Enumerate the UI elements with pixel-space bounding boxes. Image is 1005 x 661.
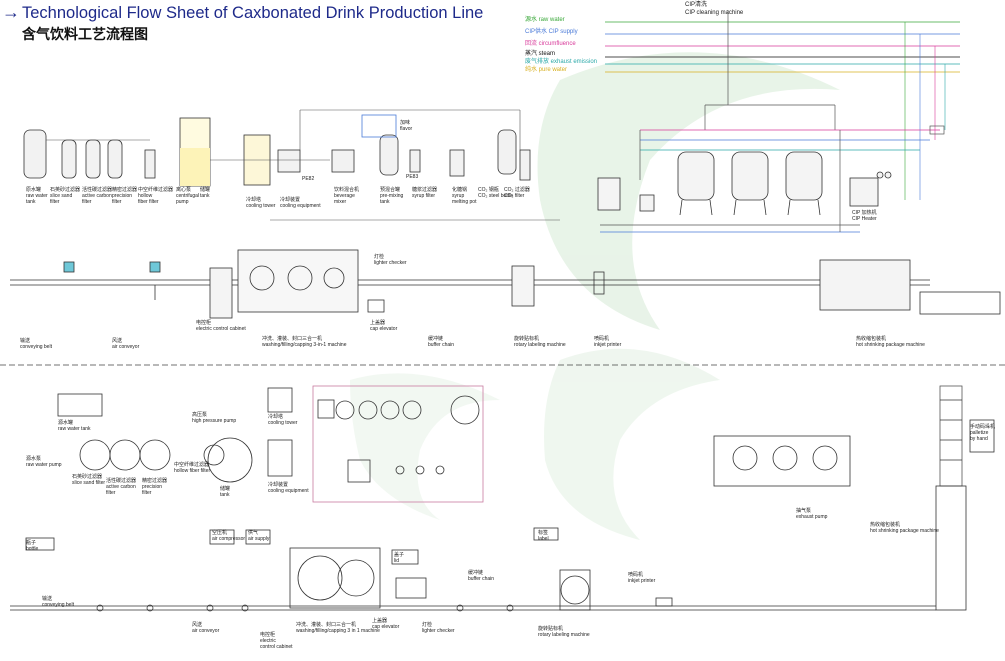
top-water-treatment: [23, 114, 531, 187]
legend-cip-header-cn: CIP清洗: [685, 2, 708, 8]
title-chinese: 含气饮料工艺流程图: [22, 26, 148, 42]
top-equipment-label: 冷却塔 cooling tower: [246, 197, 276, 209]
cip-tanks: [597, 151, 892, 216]
bottom-equipment-label: 高压泵 high pressure pump: [192, 412, 237, 424]
legend-item: 废气排放 exhaust emission: [525, 59, 598, 65]
legend-item: 源水 raw water: [525, 17, 565, 23]
top-equipment-label: 原水罐 raw water tank: [26, 187, 48, 205]
legend-item: 回流 circumfluence: [525, 41, 576, 47]
watermark-logo: [350, 52, 840, 540]
legend-cip-header-en: CIP cleaning machine: [685, 10, 744, 16]
bottom-equipment-label: 手动码垛机 palletize by hand: [970, 424, 996, 442]
top-line-label: 热收缩包装机 hot shrinking package machine: [856, 336, 925, 348]
top-equipment-label: 储罐 tank: [200, 187, 211, 199]
bottom-plan-view: [25, 385, 995, 611]
top-line-label: 旋转贴标机 rotary labeling machine: [514, 336, 566, 348]
bottom-equipment-label: 喷码机 inkjet printer: [628, 572, 656, 584]
bottom-equipment-label: 冷却装置 cooling equipment: [268, 482, 309, 494]
legend-item: 纯水 pure water: [525, 67, 568, 73]
bottom-equipment-label: 灯检 lighter checker: [422, 622, 455, 634]
bottom-equipment-label: 热收缩包装机 hot shrinking package machine: [870, 522, 939, 534]
bottom-equipment-label: 源水泵 raw water pump: [26, 456, 62, 468]
top-equipment-label: CO₂ 钢瓶 CO₂ steel bottle: [478, 187, 514, 199]
bottom-equipment-label: 标签 label: [538, 530, 549, 542]
top-line-label: 灯检 lighter checker: [374, 254, 407, 266]
bottom-equipment-label: 瓶子 bottle: [26, 540, 39, 552]
title-arrow-icon: →: [2, 2, 20, 22]
bottom-equipment-label: 源水罐 raw water tank: [58, 420, 91, 432]
top-line-label: 电控柜 electric control cabinet: [196, 320, 246, 332]
top-line-label: 输送 conveying belt: [20, 338, 52, 350]
top-equipment-label: 加味 flavor: [400, 120, 413, 132]
top-equipment-label: 精密过滤器 precision filter: [112, 187, 138, 205]
legend-item: 蒸汽 steam: [525, 51, 556, 57]
pipe-tag: PE82: [302, 176, 315, 182]
bottom-equipment-label: 精密过滤器 precision filter: [142, 478, 168, 496]
bottom-equipment-label: 空压机 air compressor: [212, 530, 246, 542]
legend-item: CIP供水 CIP supply: [525, 29, 578, 35]
bottom-equipment-label: 中空纤维过滤器 hollow fiber filter: [174, 462, 211, 474]
top-conveyor-line: [10, 249, 1001, 319]
legend-lines: [605, 21, 960, 200]
top-equipment-label: 冷却装置 cooling equipment: [280, 197, 321, 209]
bottom-equipment-label: 石英砂过滤器 slice sand filter: [72, 474, 106, 486]
top-equipment-label: 糖浆过滤器 syrup filter: [412, 187, 438, 199]
top-equipment-label: 化糖锅 syrup melting pot: [452, 187, 477, 205]
bottom-conveyor: [10, 604, 936, 612]
cip-piping: [600, 10, 945, 233]
top-line-label: 缓冲链 buffer chain: [428, 336, 455, 348]
bottom-equipment-label: 输送 conveying belt: [42, 596, 74, 608]
bottom-equipment-label: 盖子 lid: [394, 552, 405, 564]
top-line-label: 上盖器 cap elevator: [370, 320, 398, 332]
top-line-label: 喷码机 inkjet printer: [594, 336, 622, 348]
bottom-equipment-label: 旋转贴标机 rotary labeling machine: [538, 626, 590, 638]
top-equipment-label: 离心泵 centrifugal pump: [176, 187, 200, 205]
top-equipment-label: 石英砂过滤器 slice sand filter: [50, 187, 81, 205]
top-equipment-label: 活性碳过滤器 active carbon filter: [82, 187, 113, 205]
top-piping: [46, 109, 560, 221]
top-equipment-label: CIP 加热机 CIP Heater: [852, 210, 877, 222]
bottom-equipment-label: 供气 air supply: [248, 530, 270, 542]
bottom-equipment-label: 储罐 tank: [220, 486, 231, 498]
title-english: Technological Flow Sheet of Caxbonated D…: [22, 4, 484, 22]
top-line-label: 冲洗、灌装、封口三合一机 washing/filling/capping 3-i…: [262, 336, 347, 348]
bottom-equipment-label: 风送 air conveyor: [192, 622, 220, 634]
bottom-equipment-label: 冲洗、灌装、封口三合一机 washing/filling/capping 3 i…: [296, 622, 380, 634]
bottom-equipment-label: 缓冲链 buffer chain: [468, 570, 495, 582]
pipe-tag: PE83: [406, 174, 419, 180]
top-equipment-label: 中空纤维过滤器 hollow fiber filter: [138, 187, 174, 205]
top-line-label: 风送 air conveyor: [112, 338, 140, 350]
top-equipment-label: CO₂ 过滤器 CO₂ filter: [504, 187, 530, 199]
bottom-equipment-label: 上盖器 cap elevator: [372, 618, 400, 630]
bottom-equipment-label: 电控柜 electric control cabinet: [260, 632, 293, 650]
bottom-equipment-label: 抽气泵 exhaust pump: [796, 508, 828, 520]
top-equipment-label: 饮料混合机 beverage mixer: [334, 187, 360, 205]
top-equipment-label: 预混合罐 pre-mixing tank: [380, 187, 404, 205]
bottom-equipment-label: 冷却塔 cooling tower: [268, 414, 298, 426]
bottom-equipment-label: 活性碳过滤器 active carbon filter: [106, 478, 137, 496]
